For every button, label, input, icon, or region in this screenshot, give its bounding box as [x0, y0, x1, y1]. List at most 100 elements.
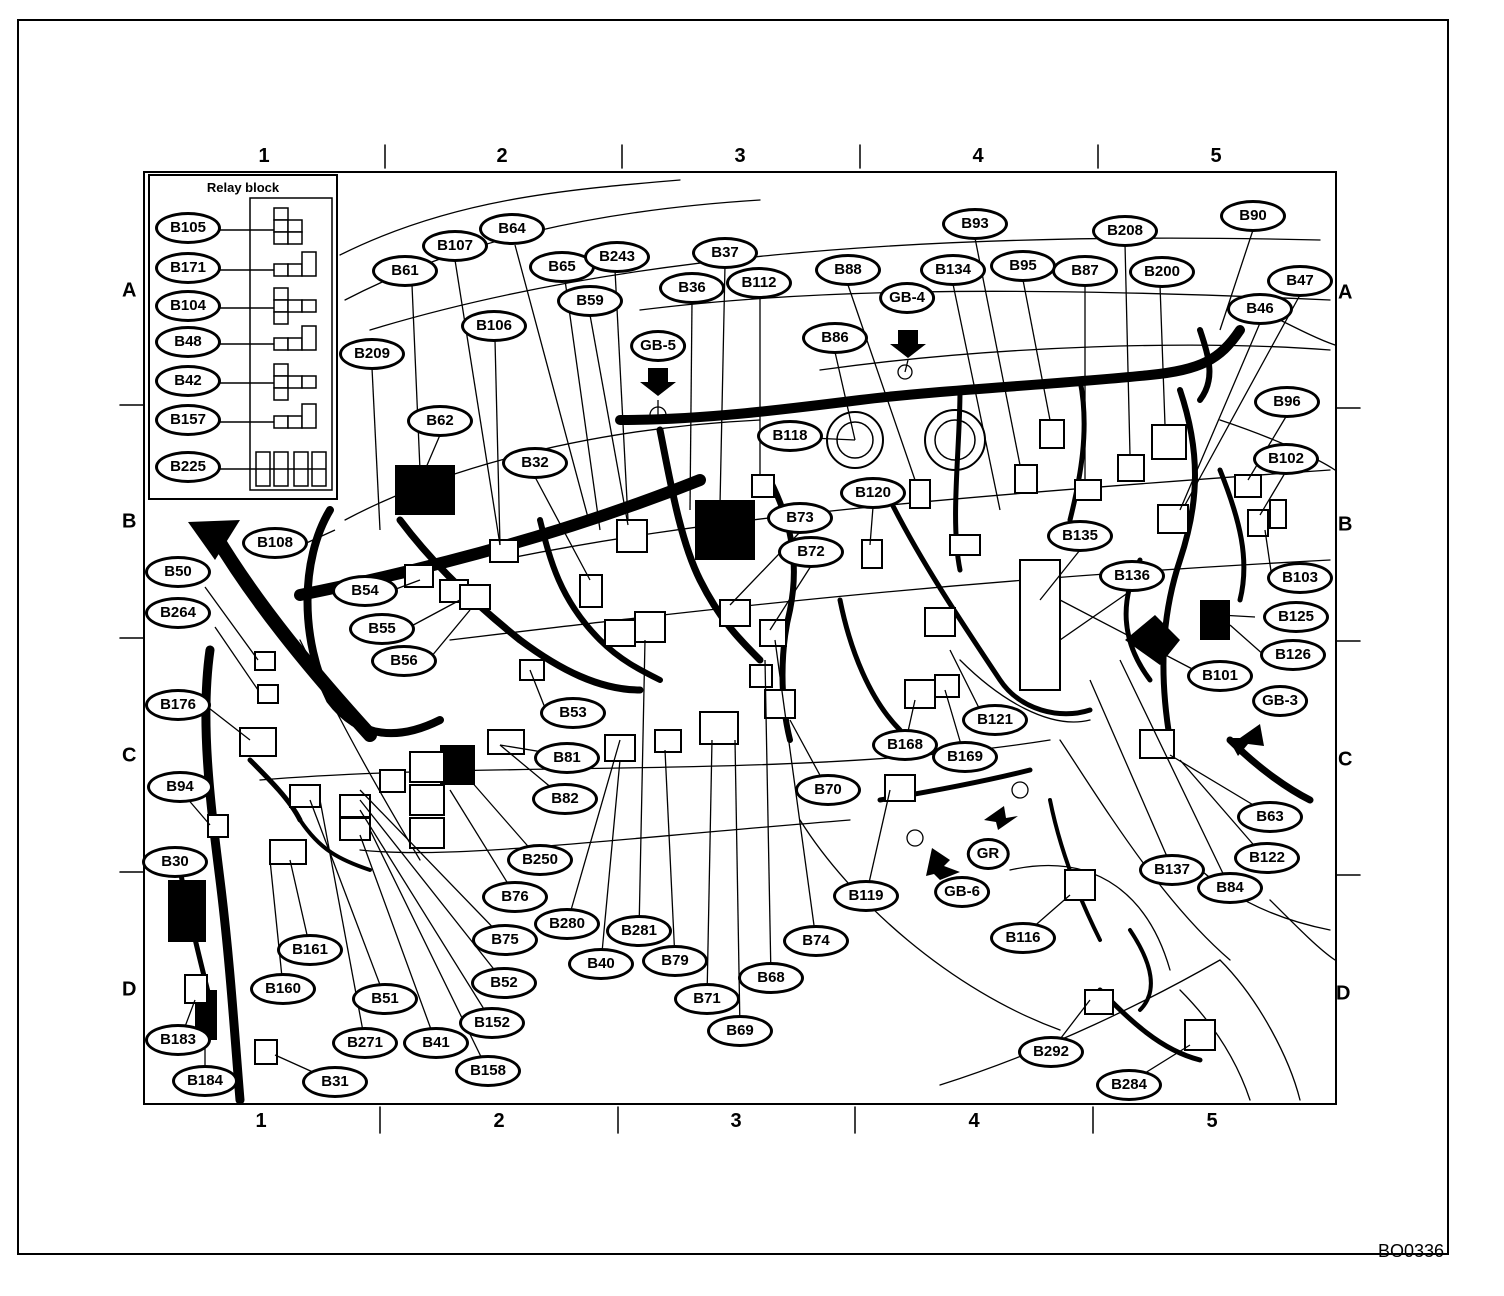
connector-label-b55: B55	[349, 613, 415, 645]
ground-label-gb3: GB-3	[1252, 685, 1308, 717]
connector-label-b125: B125	[1263, 601, 1329, 633]
ground-label-gb6: GB-6	[934, 876, 990, 908]
connector-label-b64: B64	[479, 213, 545, 245]
row-label-left-c: C	[122, 744, 137, 767]
connector-label-b41: B41	[403, 1027, 469, 1059]
row-label-right-b: B	[1338, 513, 1353, 536]
relay-connector-b171: B171	[155, 252, 221, 284]
connector-label-b84: B84	[1197, 872, 1263, 904]
connector-label-b75: B75	[472, 924, 538, 956]
connector-label-b116: B116	[990, 922, 1056, 954]
connector-label-b152: B152	[459, 1007, 525, 1039]
row-label-left-b: B	[122, 510, 137, 533]
connector-label-b70: B70	[795, 774, 861, 806]
connector-label-b119: B119	[833, 880, 899, 912]
connector-label-b168: B168	[872, 729, 938, 761]
connector-label-b90: B90	[1220, 200, 1286, 232]
connector-label-b52: B52	[471, 967, 537, 999]
connector-label-b137: B137	[1139, 854, 1205, 886]
connector-label-b118: B118	[757, 420, 823, 452]
connector-label-b134: B134	[920, 254, 986, 286]
column-label-top-1: 1	[258, 145, 270, 167]
connector-label-b53: B53	[540, 697, 606, 729]
relay-connector-b157: B157	[155, 404, 221, 436]
relay-block-title: Relay block	[206, 180, 280, 195]
connector-label-b37: B37	[692, 237, 758, 269]
column-label-top-3: 3	[734, 145, 746, 167]
connector-label-b47: B47	[1267, 265, 1333, 297]
column-label-bottom-4: 4	[968, 1110, 980, 1132]
connector-label-b108: B108	[242, 527, 308, 559]
connector-label-b176: B176	[145, 689, 211, 721]
connector-label-b86: B86	[802, 322, 868, 354]
connector-label-b169: B169	[932, 741, 998, 773]
connector-label-b208: B208	[1092, 215, 1158, 247]
connector-label-b136: B136	[1099, 560, 1165, 592]
connector-label-b106: B106	[461, 310, 527, 342]
connector-label-b30: B30	[142, 846, 208, 878]
connector-label-b121: B121	[962, 704, 1028, 736]
connector-label-b54: B54	[332, 575, 398, 607]
connector-label-b50: B50	[145, 556, 211, 588]
connector-label-b88: B88	[815, 254, 881, 286]
column-label-bottom-2: 2	[493, 1110, 505, 1132]
connector-label-b36: B36	[659, 272, 725, 304]
connector-label-b59: B59	[557, 285, 623, 317]
connector-label-b82: B82	[532, 783, 598, 815]
connector-label-b200: B200	[1129, 256, 1195, 288]
connector-label-b264: B264	[145, 597, 211, 629]
connector-label-b209: B209	[339, 338, 405, 370]
column-label-bottom-3: 3	[730, 1110, 742, 1132]
connector-label-b161: B161	[277, 934, 343, 966]
outer-frame	[17, 19, 1449, 1255]
connector-label-b107: B107	[422, 230, 488, 262]
column-label-top-5: 5	[1210, 145, 1222, 167]
connector-label-b101: B101	[1187, 660, 1253, 692]
connector-label-b63: B63	[1237, 801, 1303, 833]
connector-label-b250: B250	[507, 844, 573, 876]
connector-label-b31: B31	[302, 1066, 368, 1098]
connector-label-b284: B284	[1096, 1069, 1162, 1101]
connector-label-b96: B96	[1254, 386, 1320, 418]
row-label-left-a: A	[122, 279, 137, 302]
connector-label-b87: B87	[1052, 255, 1118, 287]
connector-label-b243: B243	[584, 241, 650, 273]
row-label-right-c: C	[1338, 748, 1353, 771]
connector-label-b135: B135	[1047, 520, 1113, 552]
connector-label-b71: B71	[674, 983, 740, 1015]
relay-connector-b42: B42	[155, 365, 221, 397]
row-label-right-d: D	[1336, 982, 1351, 1005]
diagram-panel	[143, 171, 1337, 1105]
connector-label-b74: B74	[783, 925, 849, 957]
connector-label-b72: B72	[778, 536, 844, 568]
ground-label-gb4: GB-4	[879, 282, 935, 314]
connector-label-b122: B122	[1234, 842, 1300, 874]
column-label-top-2: 2	[496, 145, 508, 167]
connector-label-b158: B158	[455, 1055, 521, 1087]
connector-label-b73: B73	[767, 502, 833, 534]
connector-label-b46: B46	[1227, 293, 1293, 325]
connector-label-b95: B95	[990, 250, 1056, 282]
connector-label-b62: B62	[407, 405, 473, 437]
relay-connector-b48: B48	[155, 326, 221, 358]
connector-label-b79: B79	[642, 945, 708, 977]
connector-label-b56: B56	[371, 645, 437, 677]
column-label-top-4: 4	[972, 145, 984, 167]
connector-label-b69: B69	[707, 1015, 773, 1047]
relay-connector-b105: B105	[155, 212, 221, 244]
connector-label-b68: B68	[738, 962, 804, 994]
connector-label-b126: B126	[1260, 639, 1326, 671]
relay-block-grid-drawing	[220, 197, 333, 491]
ground-label-gb5: GB-5	[630, 330, 686, 362]
connector-label-b160: B160	[250, 973, 316, 1005]
connector-label-b32: B32	[502, 447, 568, 479]
connector-label-b281: B281	[606, 915, 672, 947]
column-label-bottom-1: 1	[255, 1110, 267, 1132]
connector-label-b61: B61	[372, 255, 438, 287]
connector-label-b93: B93	[942, 208, 1008, 240]
connector-label-b120: B120	[840, 477, 906, 509]
relay-connector-b225: B225	[155, 451, 221, 483]
connector-label-b103: B103	[1267, 562, 1333, 594]
column-label-bottom-5: 5	[1206, 1110, 1218, 1132]
figure-code: BO0336	[1377, 1241, 1444, 1261]
